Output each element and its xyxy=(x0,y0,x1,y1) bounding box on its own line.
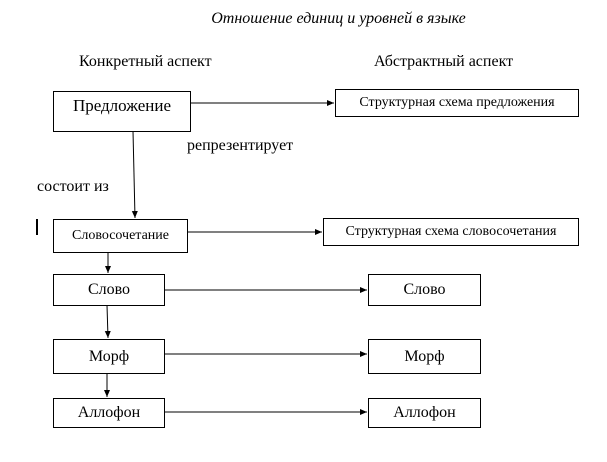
node-sentence: Предложение xyxy=(53,91,191,132)
node-morph: Морф xyxy=(53,339,165,374)
node-label: Морф xyxy=(404,347,445,365)
node-morph-abstract: Морф xyxy=(368,339,481,374)
node-allophone: Аллофон xyxy=(53,398,165,428)
node-label: Аллофон xyxy=(77,404,141,421)
node-label: Морф xyxy=(88,347,130,365)
node-label: Слово xyxy=(403,281,446,298)
node-word: Слово xyxy=(53,274,165,306)
concrete-aspect-header: Конкретный аспект xyxy=(79,53,212,70)
edge-label-consists-of: состоит из xyxy=(37,178,109,195)
node-label: Структурная схема словосочетания xyxy=(345,224,557,239)
node-label: Структурная схема предложения xyxy=(359,95,555,110)
arrow-word-to-morph xyxy=(104,304,111,339)
node-sentence-scheme: Структурная схема предложения xyxy=(335,89,579,117)
node-label: Слово xyxy=(87,281,131,298)
node-phrase: Словосочетание xyxy=(53,219,188,253)
diagram-title: Отношение единиц и уровней в языке xyxy=(211,10,466,27)
node-label: Словосочетание xyxy=(72,228,169,243)
node-allophone-abstract: Аллофон xyxy=(368,398,481,428)
node-phrase-scheme: Структурная схема словосочетания xyxy=(323,218,579,246)
node-word-abstract: Слово xyxy=(368,274,481,306)
node-label: Предложение xyxy=(72,96,172,115)
arrow-sentence-to-phrase xyxy=(131,130,138,219)
text-cursor xyxy=(36,219,38,235)
node-label: Аллофон xyxy=(393,404,456,421)
edge-label-represents: репрезентирует xyxy=(187,137,294,154)
abstract-aspect-header: Абстрактный аспект xyxy=(374,53,514,70)
